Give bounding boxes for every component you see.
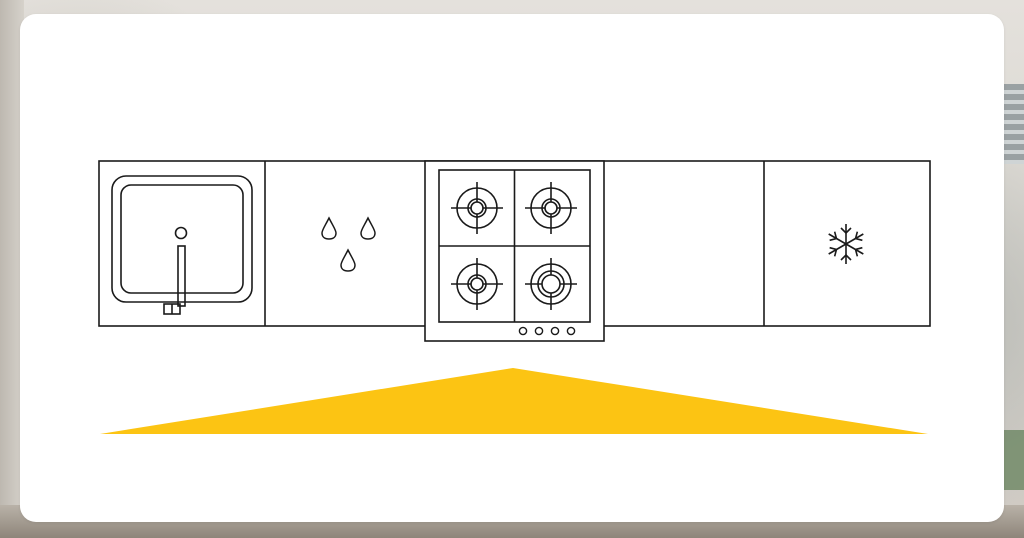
gas-hob-icon [424, 160, 605, 342]
snowflake-icon [828, 224, 864, 264]
background-window [1004, 84, 1024, 164]
control-knobs-icon [518, 326, 576, 336]
burner-bottom-left-icon [451, 258, 503, 310]
burner-bottom-right-icon [525, 258, 577, 310]
burner-top-right-icon [525, 182, 577, 234]
background-plant [1004, 430, 1024, 490]
work-triangle [100, 368, 928, 434]
water-drops-icon [321, 216, 376, 272]
burner-top-left-icon [451, 182, 503, 234]
sink-icon [111, 175, 253, 315]
